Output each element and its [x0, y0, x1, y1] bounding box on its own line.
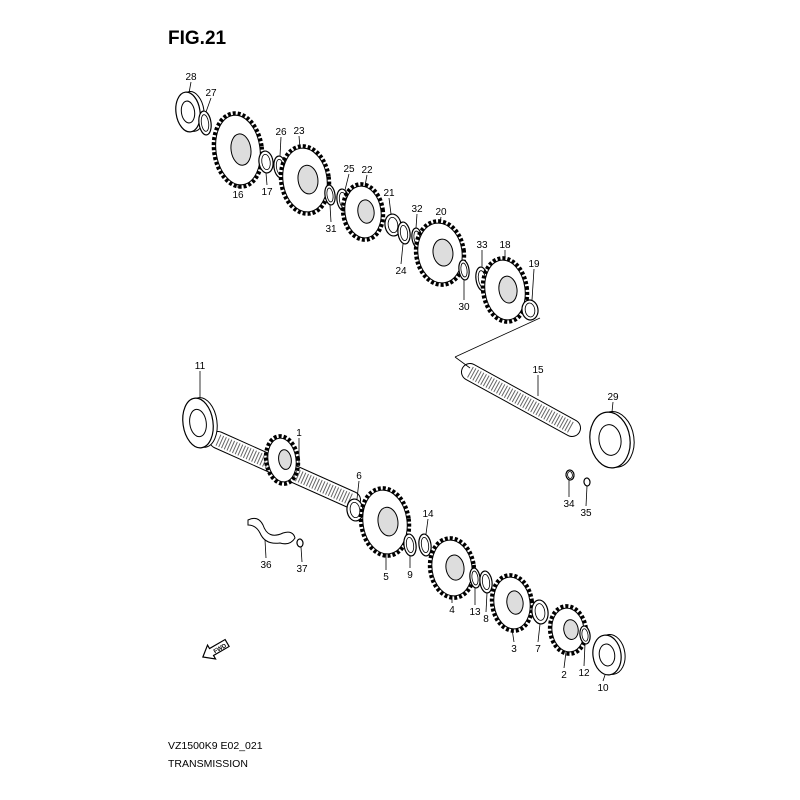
gear-part [263, 434, 301, 486]
callout-label-6: 6 [356, 471, 362, 482]
callout-label-25: 25 [343, 164, 355, 175]
bushing-part [258, 150, 274, 174]
callout-label-31: 31 [325, 224, 337, 235]
bolt-part [583, 477, 591, 487]
callout-label-28: 28 [185, 72, 197, 83]
callout-label-11: 11 [195, 361, 206, 372]
leader-line [537, 623, 541, 643]
bearing-part [182, 397, 218, 449]
bushing-part [521, 299, 539, 321]
callout-label-22: 22 [361, 165, 373, 176]
washer-part [418, 533, 432, 557]
callout-label-1: 1 [296, 428, 302, 439]
leader-line [329, 204, 332, 223]
leader-line [585, 485, 588, 507]
gear-part [278, 144, 332, 216]
bearing-part [592, 634, 626, 676]
callout-label-27: 27 [205, 88, 217, 99]
callout-label-20: 20 [435, 207, 447, 218]
gear-part [413, 219, 467, 287]
leader-line [531, 268, 535, 301]
callout-label-10: 10 [597, 683, 609, 694]
washer-part [397, 221, 411, 245]
callout-label-36: 36 [260, 560, 272, 571]
callout-label-12: 12 [578, 668, 590, 679]
leader-line [205, 97, 212, 113]
gear-part [340, 182, 386, 242]
bushing-part [531, 599, 549, 625]
callout-label-16: 16 [232, 190, 244, 201]
callout-label-34: 34 [563, 499, 575, 510]
callout-label-17: 17 [261, 187, 273, 198]
washer-part [579, 625, 591, 645]
callout-label-30: 30 [458, 302, 470, 313]
bushing-part [565, 469, 575, 481]
figure-name: TRANSMISSION [168, 758, 248, 770]
leader-line [298, 135, 301, 149]
leader-line [364, 174, 368, 187]
leader-line [344, 173, 350, 191]
callout-label-19: 19 [528, 259, 540, 270]
leader-line [611, 401, 614, 413]
leader-line [425, 518, 429, 535]
leader-line [602, 674, 606, 682]
gear-part [427, 536, 477, 600]
bearing-part [589, 411, 635, 469]
fwd-arrow-icon: FWD [202, 638, 230, 660]
leader-lines [188, 81, 614, 682]
callout-label-26: 26 [275, 127, 287, 138]
gear-part [489, 573, 535, 633]
callout-label-35: 35 [580, 508, 592, 519]
callout-label-8: 8 [483, 614, 489, 625]
callout-label-33: 33 [476, 240, 488, 251]
bolt-part [296, 538, 304, 548]
callout-label-14: 14 [422, 509, 434, 520]
callout-label-2: 2 [561, 670, 567, 681]
callout-label-23: 23 [293, 126, 305, 137]
leader-line [265, 172, 268, 186]
leader-line [279, 136, 282, 157]
callout-label-3: 3 [511, 644, 517, 655]
washer-part [458, 259, 470, 281]
callout-label-24: 24 [395, 266, 407, 277]
callout-label-18: 18 [499, 240, 511, 251]
callout-label-29: 29 [607, 392, 619, 403]
leader-line [563, 651, 567, 669]
washer-part [479, 570, 493, 594]
leader-line [300, 546, 303, 563]
leader-line [439, 216, 442, 224]
callout-label-5: 5 [383, 572, 389, 583]
bearing-part [175, 91, 205, 133]
parts-layer [175, 91, 635, 676]
leader-line [356, 480, 360, 500]
gear-part [211, 111, 265, 189]
leader-line [264, 539, 267, 559]
leader-line [400, 243, 404, 265]
callout-label-15: 15 [532, 365, 544, 376]
model-code: VZ1500K9 E02_021 [168, 740, 263, 752]
figure-title: FIG.21 [168, 28, 227, 49]
washer-part [198, 110, 212, 136]
leader-line [388, 197, 392, 215]
callout-label-37: 37 [296, 564, 308, 575]
bracket-part [247, 517, 296, 545]
gear-part [480, 256, 530, 324]
leader-line [511, 628, 515, 643]
leader-line [188, 81, 192, 94]
leader-line [583, 643, 586, 667]
callout-label-4: 4 [449, 605, 455, 616]
washer-part [324, 184, 336, 206]
leader-line [485, 592, 488, 613]
callout-label-7: 7 [535, 644, 541, 655]
gear-part [358, 486, 412, 558]
countershaft [461, 363, 581, 437]
callout-label-32: 32 [411, 204, 423, 215]
washer-part [403, 533, 417, 557]
callout-label-21: 21 [383, 188, 395, 199]
leader-line [415, 213, 418, 229]
callout-label-9: 9 [407, 570, 413, 581]
callout-label-13: 13 [469, 607, 481, 618]
